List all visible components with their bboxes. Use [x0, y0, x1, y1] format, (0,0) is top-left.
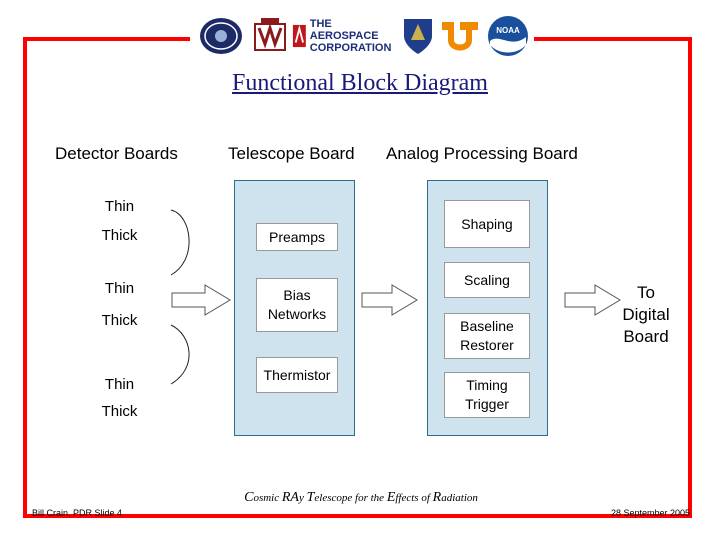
connector-line-2 — [170, 324, 190, 385]
footer-date: 28 September 2005 — [610, 508, 690, 518]
noaa-logo-text: NOAA — [496, 26, 520, 35]
arrow-detectors-to-telescope — [171, 284, 231, 316]
baseline-restorer-block: Baseline Restorer — [444, 313, 530, 359]
analog-processing-heading: Analog Processing Board — [386, 144, 578, 163]
tagline-ffects: ffects of — [395, 492, 430, 504]
logo-bar: THE AEROSPACE CORPORATION NOAA — [190, 12, 534, 62]
arrow-analog-to-digital — [564, 284, 621, 316]
tagline-r: R — [432, 490, 442, 505]
university-crest-logo — [250, 16, 290, 56]
air-force-shield-logo — [400, 16, 436, 56]
tagline-y: y — [298, 492, 304, 504]
tagline-elescope: elescope for the — [314, 492, 385, 504]
detector-boards-heading: Detector Boards — [55, 144, 178, 163]
shaping-block: Shaping — [444, 200, 530, 248]
tagline-e: E — [386, 490, 396, 505]
tagline-ra: RA — [281, 490, 299, 505]
tagline-t: T — [306, 490, 315, 505]
preamps-block: Preamps — [256, 223, 338, 251]
noaa-logo: NOAA — [486, 16, 530, 56]
telescope-board-heading: Telescope Board — [228, 144, 355, 163]
footer-author-slide: Bill Crain, PDR Slide 4 — [32, 508, 123, 518]
ut-logo — [440, 16, 480, 56]
tagline-osmic: osmic — [253, 492, 280, 504]
arrow-telescope-to-analog — [361, 284, 418, 316]
tagline-adiation: adiation — [441, 492, 478, 504]
detector-thin-3: Thin — [74, 371, 165, 398]
nasa-seal-logo — [198, 16, 244, 56]
tagline-c: C — [244, 490, 254, 505]
detector-thick-3: Thick — [74, 398, 165, 425]
timing-trigger-block: Timing Trigger — [444, 372, 530, 418]
detector-thick-1: Thick — [74, 222, 165, 249]
scaling-block: Scaling — [444, 262, 530, 298]
aerospace-logo-line1: THE AEROSPACE — [309, 18, 379, 42]
aerospace-corporation-logo: THE AEROSPACE CORPORATION — [292, 16, 396, 56]
connector-line-1 — [170, 209, 190, 276]
detector-thin-2: Thin — [74, 275, 165, 302]
detector-thin-1: Thin — [74, 193, 165, 220]
detector-thick-2: Thick — [74, 307, 165, 334]
to-digital-board-label: To Digital Board — [622, 283, 670, 346]
diagram-title: Functional Block Diagram — [232, 70, 488, 96]
thermistor-block: Thermistor — [256, 357, 338, 393]
bias-networks-block: Bias Networks — [256, 278, 338, 332]
aerospace-logo-line2: CORPORATION — [309, 42, 392, 54]
